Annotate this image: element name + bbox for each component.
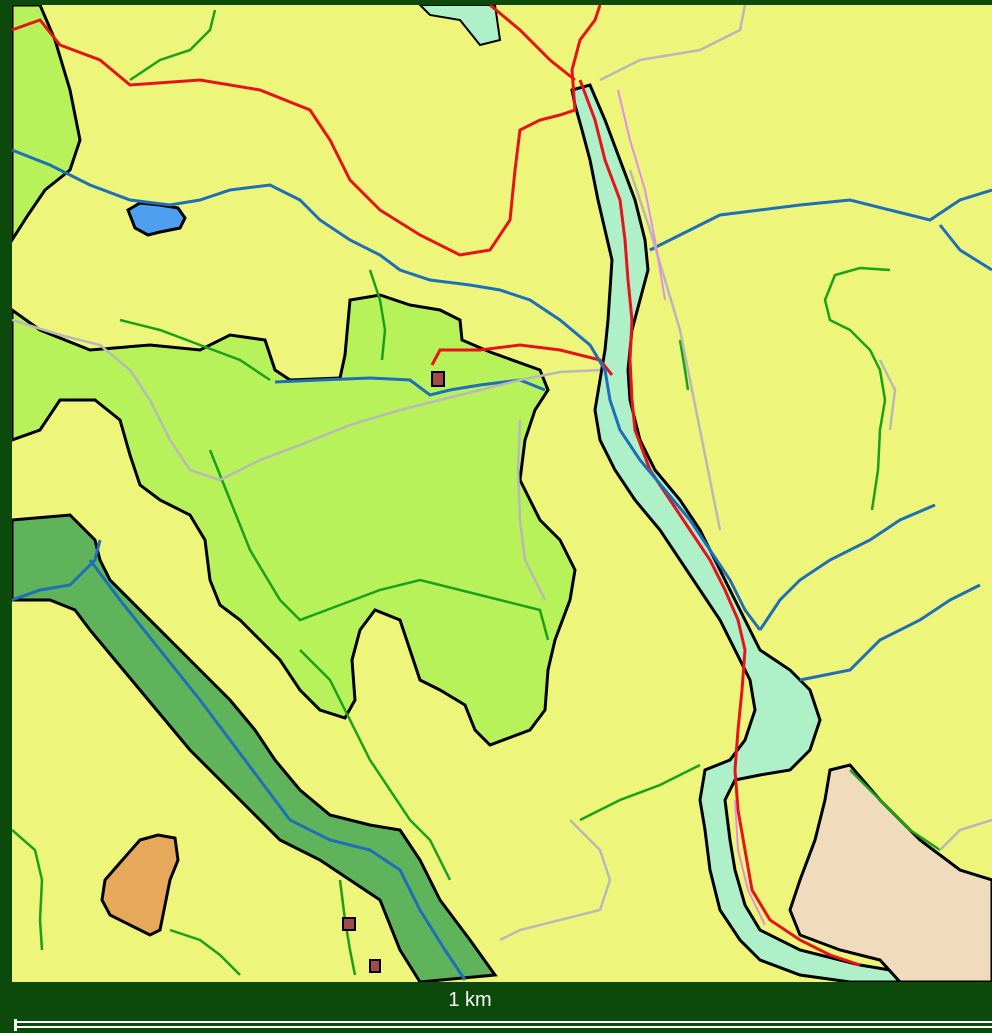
green-stream-10 [579, 763, 701, 822]
stream-forest-west [12, 539, 102, 602]
green-stream-7 [299, 649, 452, 881]
scale-bar-line-top [14, 1021, 992, 1023]
green-stream-11 [849, 769, 941, 852]
scale-label: 1 km [448, 989, 492, 1011]
green-stream-3 [678, 339, 690, 391]
green-stream-5 [119, 318, 271, 382]
stream-central [274, 376, 546, 397]
green-stream-4 [368, 269, 387, 361]
road-spur [489, 5, 576, 82]
stream-southeast [799, 583, 981, 682]
orange-patch [100, 833, 180, 937]
scale-bar-line-bottom [14, 1026, 992, 1028]
buildings [342, 371, 445, 973]
stream-main [603, 369, 762, 631]
boundary-pink [617, 89, 666, 301]
stream-east [649, 188, 992, 252]
scale-bar-tick [14, 1019, 17, 1031]
path-south [516, 419, 547, 601]
green-stream-12 [338, 879, 357, 976]
stream-forest [88, 559, 467, 981]
path-east [628, 169, 722, 531]
path-north [599, 5, 747, 82]
green-stream-6 [208, 449, 550, 641]
green-stream-9 [169, 928, 241, 976]
scale-bar [14, 1019, 992, 1031]
grassland-left [12, 5, 82, 243]
building-2 [342, 917, 356, 931]
map-svg [12, 5, 992, 982]
building-3 [369, 959, 381, 973]
stream-east-branch [938, 224, 992, 272]
road-north [12, 5, 602, 257]
stream-east-lower [758, 503, 936, 631]
paths [12, 5, 992, 942]
streams [12, 148, 992, 981]
path-southwest [499, 819, 612, 942]
green-stream-1 [129, 9, 217, 82]
green-stream-8 [12, 829, 44, 951]
forest-band [12, 513, 498, 982]
green-streams [12, 9, 941, 976]
wetland-top [418, 5, 502, 47]
path-central [12, 318, 601, 482]
road-main [578, 79, 861, 967]
green-stream-2 [823, 266, 891, 511]
roads [12, 5, 861, 967]
building-1 [431, 371, 445, 387]
path-southeast [939, 818, 992, 851]
path-east-2 [878, 359, 897, 431]
lake-feature [126, 201, 187, 237]
map-canvas[interactable] [12, 5, 992, 982]
stream-west [12, 148, 607, 371]
boundary-pink-south [734, 799, 766, 926]
